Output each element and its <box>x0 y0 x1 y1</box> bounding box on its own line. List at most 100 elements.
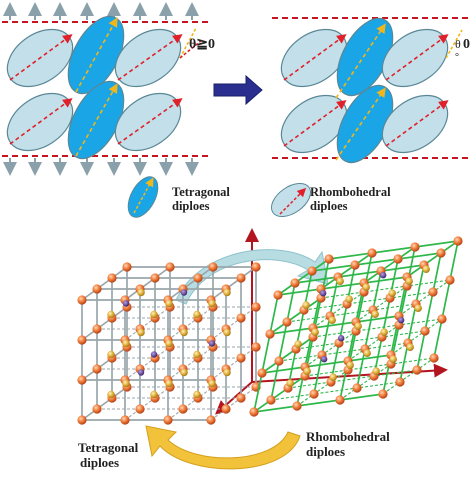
atom-a-site <box>236 273 246 283</box>
atom-b-site <box>389 355 397 364</box>
lattice-atoms <box>249 236 463 417</box>
atom-b-site <box>150 310 158 319</box>
atom-a-site <box>420 326 430 336</box>
tension-arrows-up <box>2 2 199 20</box>
atom-a-site <box>309 389 319 399</box>
angle-label-right-mark: ° <box>455 52 459 63</box>
atom-a-site <box>410 242 420 252</box>
atom-b-site <box>107 310 115 319</box>
angle-label-right-symbol: θ <box>455 37 461 51</box>
angle-indicator-right: θ 0 ° <box>445 29 470 63</box>
atom-a-site <box>77 335 87 345</box>
atom-b-site <box>302 301 310 310</box>
atom-b-site <box>223 368 231 377</box>
legend-rhombohedral-label-2: diploes <box>310 199 348 213</box>
lattice-bonds <box>81 266 257 421</box>
axis-x <box>251 363 448 383</box>
atom-a-site <box>206 415 216 425</box>
atom-a-site <box>165 262 175 272</box>
atom-a-site <box>266 395 276 405</box>
atom-a-site <box>350 260 360 270</box>
panel-left-domains: θ≧0 <box>2 2 215 176</box>
atom-a-site <box>395 377 405 387</box>
atom-b-site <box>165 379 173 388</box>
rhombohedral-lattice <box>249 236 463 417</box>
atom-a-site <box>290 278 300 288</box>
atom-b-site <box>208 379 216 388</box>
atom-a-site <box>77 415 87 425</box>
atom-a-site <box>307 266 317 276</box>
atom-a-site <box>221 404 231 414</box>
atom-a-site <box>335 395 345 405</box>
atom-a-site <box>92 324 102 334</box>
atom-a-site <box>324 254 334 264</box>
atom-b-site <box>405 277 413 286</box>
angle-label-right-value: 0 <box>463 37 470 52</box>
atom-b-site <box>122 339 130 348</box>
atom-dopant <box>337 335 345 342</box>
atom-a-site <box>292 401 302 411</box>
lattice-bonds <box>253 240 459 413</box>
atom-b-site <box>363 349 371 358</box>
atom-a-site <box>77 375 87 385</box>
atom-a-site <box>428 287 438 297</box>
atom-b-site <box>137 288 145 297</box>
atom-a-site <box>436 248 446 258</box>
atom-b-site <box>150 390 158 399</box>
atom-dopant <box>180 289 188 296</box>
atom-b-site <box>208 299 216 308</box>
atom-a-site <box>274 356 284 366</box>
tetragonal-lattice-label-1: Tetragonal <box>78 440 139 455</box>
atom-a-site <box>265 329 275 339</box>
atom-a-site <box>249 407 259 417</box>
atom-dopant <box>137 369 145 376</box>
atom-b-site <box>406 343 414 352</box>
rhombohedral-lattice-label-1: Rhombohedral <box>306 429 390 444</box>
atom-a-site <box>437 314 447 324</box>
atom-dopant <box>208 340 216 347</box>
atom-a-site <box>150 273 160 283</box>
atom-b-site <box>107 350 115 359</box>
atom-a-site <box>367 248 377 258</box>
atom-b-site <box>345 295 353 304</box>
atom-b-site <box>303 367 311 376</box>
atom-b-site <box>362 283 370 292</box>
atom-b-site <box>286 379 294 388</box>
atom-a-site <box>251 262 261 272</box>
atom-a-site <box>393 254 403 264</box>
atom-b-site <box>165 339 173 348</box>
lattice-atoms <box>77 262 261 425</box>
atom-b-site <box>371 310 379 319</box>
atom-b-site <box>380 328 388 337</box>
legend-tetragonal-swatch <box>127 176 159 218</box>
atom-b-site <box>329 373 337 382</box>
atom-dopant <box>320 356 328 363</box>
atom-a-site <box>257 368 267 378</box>
atom-a-site <box>120 415 130 425</box>
atom-b-site <box>107 390 115 399</box>
atom-b-site <box>354 322 362 331</box>
atom-a-site <box>352 383 362 393</box>
atom-a-site <box>163 415 173 425</box>
atom-a-site <box>193 273 203 283</box>
atom-a-site <box>282 317 292 327</box>
atom-dopant <box>397 317 405 324</box>
rhombohedral-lattice-label-2: diploes <box>306 444 345 459</box>
atom-a-site <box>412 365 422 375</box>
atom-b-site <box>165 299 173 308</box>
legend-rhombohedral-swatch <box>270 182 312 218</box>
curved-arrow-backward <box>145 425 301 470</box>
atom-b-site <box>414 304 422 313</box>
atom-a-site <box>251 342 261 352</box>
atom-dopant <box>379 272 387 279</box>
atom-a-site <box>208 262 218 272</box>
atom-b-site <box>294 340 302 349</box>
atom-b-site <box>223 288 231 297</box>
atom-b-site <box>122 379 130 388</box>
legend-tetragonal-label-2: diploes <box>172 199 210 213</box>
atom-b-site <box>372 367 380 376</box>
atom-b-site <box>422 265 430 274</box>
atom-a-site <box>92 364 102 374</box>
atom-b-site <box>193 350 201 359</box>
